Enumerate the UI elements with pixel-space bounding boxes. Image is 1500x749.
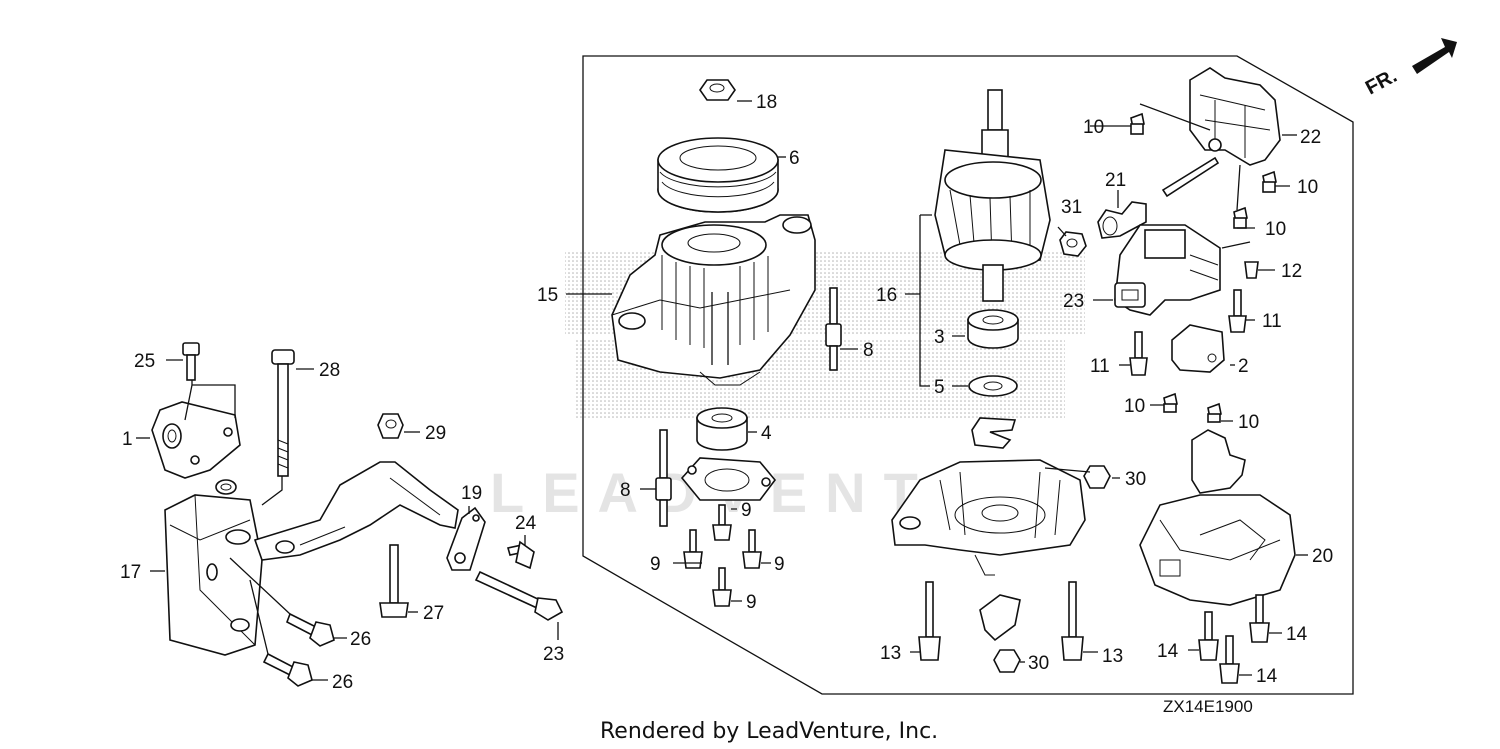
alternator-group bbox=[611, 79, 842, 607]
callout-10-e: 10 bbox=[1238, 412, 1259, 433]
rear-housing bbox=[891, 459, 1086, 576]
part-2-brush bbox=[1171, 324, 1225, 373]
leader-lines bbox=[136, 100, 1308, 681]
bearing-retainer-plate bbox=[680, 457, 777, 501]
callout-23: 23 bbox=[543, 644, 564, 665]
callout-21: 22 bbox=[1300, 127, 1321, 148]
callout-13-a: 13 bbox=[880, 643, 901, 664]
callout-14-a: 14 bbox=[1286, 624, 1308, 645]
part-16-rotor bbox=[934, 89, 1051, 302]
part-17-arm bbox=[253, 461, 459, 561]
part-4-bearing bbox=[696, 407, 748, 451]
callout-10-b: 10 bbox=[1297, 177, 1318, 198]
callout-17: 17 bbox=[120, 562, 141, 583]
part-20-terminal bbox=[1097, 201, 1147, 239]
part-22-regulator bbox=[1114, 224, 1221, 316]
callout-15: 15 bbox=[537, 285, 558, 306]
callout-10-a: 10 bbox=[1083, 117, 1104, 138]
part-1-bracket bbox=[151, 401, 241, 479]
callout-10-d: 10 bbox=[1124, 396, 1145, 417]
callout-11-a: 11 bbox=[1262, 311, 1282, 332]
fr-label: FR. bbox=[1362, 65, 1401, 100]
small-bracket bbox=[979, 594, 1021, 642]
bracket-group bbox=[151, 342, 564, 687]
callout-30-b: 30 bbox=[1028, 653, 1049, 674]
callout-13-b: 13 bbox=[1102, 646, 1123, 667]
callout-31: 31 bbox=[1061, 197, 1082, 218]
callout-28: 28 bbox=[319, 360, 340, 381]
callout-9-a: 9 bbox=[741, 500, 752, 521]
fr-arrow-icon bbox=[1412, 38, 1457, 74]
callout-3: 3 bbox=[934, 327, 945, 348]
part-19-rear-cover bbox=[1139, 494, 1296, 606]
diagram-code: ZX14E1900 bbox=[1163, 697, 1253, 716]
retaining-clip bbox=[971, 417, 1017, 449]
part-23-bolt bbox=[474, 570, 542, 610]
callout-30-a: 30 bbox=[1125, 469, 1146, 490]
callout-9-c: 9 bbox=[774, 554, 785, 575]
regulator-group bbox=[1114, 67, 1296, 684]
part-29-nut bbox=[377, 413, 404, 439]
front-direction-marker: FR. bbox=[1362, 38, 1457, 99]
callout-27: 27 bbox=[423, 603, 444, 624]
callout-14-b: 14 bbox=[1157, 641, 1179, 662]
callout-labels: 18 6 15 8 4 8 9 9 9 9 16 3 5 31 21 10 22… bbox=[120, 92, 1333, 693]
callout-26-b: 26 bbox=[332, 672, 353, 693]
callout-12: 12 bbox=[1281, 261, 1302, 282]
callout-9-b: 9 bbox=[650, 554, 661, 575]
callout-25: 25 bbox=[134, 351, 155, 372]
callout-16: 16 bbox=[876, 285, 897, 306]
part-21-rectifier bbox=[1161, 67, 1281, 198]
callout-7: 18 bbox=[756, 92, 777, 113]
terminal-block bbox=[1191, 429, 1246, 494]
callout-2: 2 bbox=[1238, 356, 1249, 377]
callout-8-lower: 8 bbox=[620, 480, 631, 501]
callout-6: 6 bbox=[789, 148, 800, 169]
callout-20: 21 bbox=[1105, 170, 1126, 191]
callout-8-upper: 8 bbox=[863, 340, 874, 361]
callout-1: 1 bbox=[122, 429, 133, 450]
callout-10-c: 10 bbox=[1265, 219, 1286, 240]
callout-18: 19 bbox=[461, 483, 482, 504]
callout-29: 29 bbox=[425, 423, 446, 444]
credit-text: Rendered by LeadVenture, Inc. bbox=[600, 719, 938, 744]
rotor-group bbox=[891, 89, 1147, 673]
callout-11-b: 11 bbox=[1090, 356, 1110, 377]
callout-26-a: 26 bbox=[350, 629, 371, 650]
part-3-bearing bbox=[967, 309, 1019, 349]
part-15-alternator bbox=[611, 214, 816, 386]
callout-19: 20 bbox=[1312, 546, 1333, 567]
assembly-boundary bbox=[582, 55, 1354, 695]
callout-4: 4 bbox=[761, 423, 772, 444]
part-6-pulley bbox=[657, 137, 779, 213]
callout-5: 5 bbox=[934, 377, 945, 398]
callout-14-c: 14 bbox=[1256, 666, 1278, 687]
callout-9-d: 9 bbox=[746, 592, 757, 613]
callout-24: 24 bbox=[515, 513, 537, 534]
callout-22: 23 bbox=[1063, 291, 1084, 312]
